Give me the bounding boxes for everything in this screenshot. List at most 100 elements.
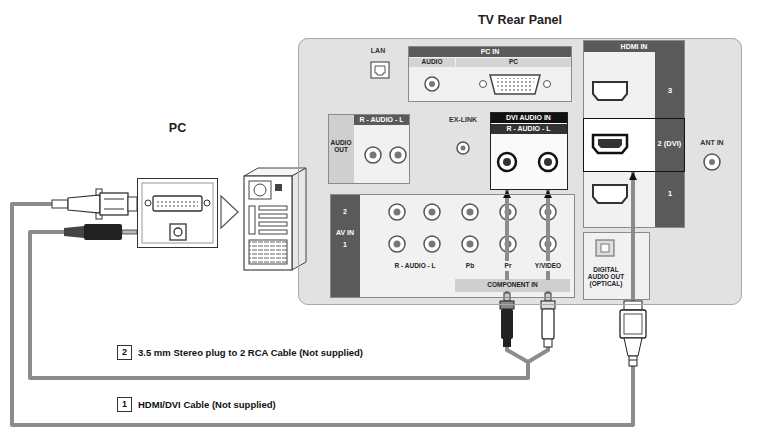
pc-rear-panel: PC: [137, 178, 218, 248]
panel-fill: [583, 232, 650, 300]
lan-port: [371, 62, 389, 78]
hdmi-in-section: HDMI IN312 (DVI): [583, 40, 685, 228]
cable-label: 3.5 mm Stereo plug to 2 RCA Cable (Not s…: [138, 345, 363, 360]
dvi-plug: [100, 193, 128, 215]
callout-box: 2: [117, 345, 132, 360]
pc-rear-closeup: [170, 224, 186, 240]
panel-fill: [408, 46, 572, 102]
pc-tower: [259, 214, 287, 218]
hdmi-plug: [629, 360, 637, 361]
pc-tower: [249, 181, 271, 199]
port-number: 1: [656, 188, 684, 200]
hdmi-port: [593, 82, 627, 203]
pc-tower: [249, 206, 255, 234]
rca-plug: [503, 339, 511, 347]
pc-tower: [275, 184, 282, 191]
rca-plug: [501, 309, 513, 339]
rca-jack: [365, 147, 557, 252]
pc-tower: [292, 168, 306, 270]
input-number: 2: [331, 205, 359, 219]
rca-plug: [500, 293, 555, 347]
hdmi-plug: [624, 314, 642, 334]
hdmi-port: [593, 135, 627, 153]
rca-plug: [541, 301, 555, 309]
optical-port: [596, 240, 614, 256]
panel-fill: [584, 119, 655, 171]
hdmi-plug: [629, 356, 637, 366]
rca-jack: [462, 236, 478, 252]
antenna-jack: [709, 159, 715, 165]
pc-tower: [249, 240, 287, 264]
stereo-plug: [64, 224, 137, 240]
rca-plug: [545, 293, 551, 301]
pc-audio-jack: [425, 77, 439, 91]
av-component-section: 2AV IN1R - AUDIO - LPbPrY/VIDEOCOMPONENT…: [330, 194, 575, 298]
port-number: 2 (DVI): [656, 129, 684, 159]
antenna-jack: [704, 154, 720, 170]
section-label: COMPONENT IN: [455, 280, 570, 291]
section-header: DVI AUDIO IN: [491, 113, 567, 123]
section-header: PC IN: [409, 47, 571, 57]
audio-out-section: R - AUDIO - LAUDIO OUT: [328, 114, 410, 184]
rca-jack: [395, 152, 402, 159]
pc-title: PC: [158, 120, 198, 138]
rca-jack: [394, 209, 401, 216]
panel-fill: [328, 114, 410, 184]
rca-jack: [424, 236, 440, 252]
zoom-arrow: [221, 196, 238, 228]
panel-fill: [328, 114, 354, 184]
jack-label: AUDIO: [409, 58, 455, 67]
pc-tower: [259, 206, 287, 210]
jack-label: Y/VIDEO: [528, 261, 568, 271]
rca-jack: [498, 153, 516, 171]
hdmi-port: [593, 82, 627, 100]
dvi-plug: [52, 200, 68, 208]
input-number: 1: [331, 239, 359, 251]
section-label: AUDIO OUT: [329, 132, 353, 162]
pc-rear-closeup: [137, 178, 218, 248]
zoom-arrow: [221, 196, 238, 228]
stereo-plug: [122, 230, 137, 234]
ex-link-jack: [461, 146, 466, 151]
pc-in-section: PC INAUDIOPC: [408, 46, 572, 102]
pc-rear-closeup: [157, 199, 198, 208]
antenna-jack: [704, 154, 720, 170]
rca-jack: [539, 153, 557, 171]
vga-port: [490, 75, 540, 94]
vga-port: [480, 75, 551, 94]
jack-label: PC: [456, 58, 571, 67]
rca-plug: [544, 339, 552, 347]
hdmi-plug: [620, 310, 646, 338]
pc-rear-closeup: [145, 200, 151, 206]
rca-jack: [544, 158, 552, 166]
cable-label: HDMI/DVI Cable (Not supplied): [138, 397, 276, 412]
panel-fill: [490, 112, 568, 190]
rca-jack: [370, 152, 377, 159]
pc-tower: [244, 168, 306, 270]
panel-fill: [455, 279, 570, 292]
lan-port: [375, 66, 385, 75]
panel-fill: [298, 38, 742, 305]
rca-jack: [390, 147, 406, 163]
channel-label: R - AUDIO - L: [354, 115, 409, 125]
ex-link-jack: [457, 142, 469, 154]
rca-plug: [500, 301, 514, 309]
callout-box: 1: [117, 397, 132, 412]
pc-tower: [254, 184, 266, 196]
pc-rear-closeup: [153, 196, 202, 211]
pc-rear-closeup: [142, 183, 213, 243]
hdmi-port: [593, 185, 627, 203]
vga-port: [495, 78, 535, 91]
pc-tower: [259, 230, 287, 234]
section-header: HDMI IN: [584, 41, 684, 52]
panel-title: TV Rear Panel: [420, 12, 620, 30]
rca-jack: [389, 204, 405, 220]
section-label: AV IN: [331, 228, 359, 238]
callout-number: 1: [118, 398, 131, 411]
section-label: DIGITAL AUDIO OUT (OPTICAL): [585, 261, 627, 294]
dvi-audio-in-section: DVI AUDIO INR - AUDIO - L: [490, 112, 568, 190]
dvi-plug: [52, 189, 137, 219]
